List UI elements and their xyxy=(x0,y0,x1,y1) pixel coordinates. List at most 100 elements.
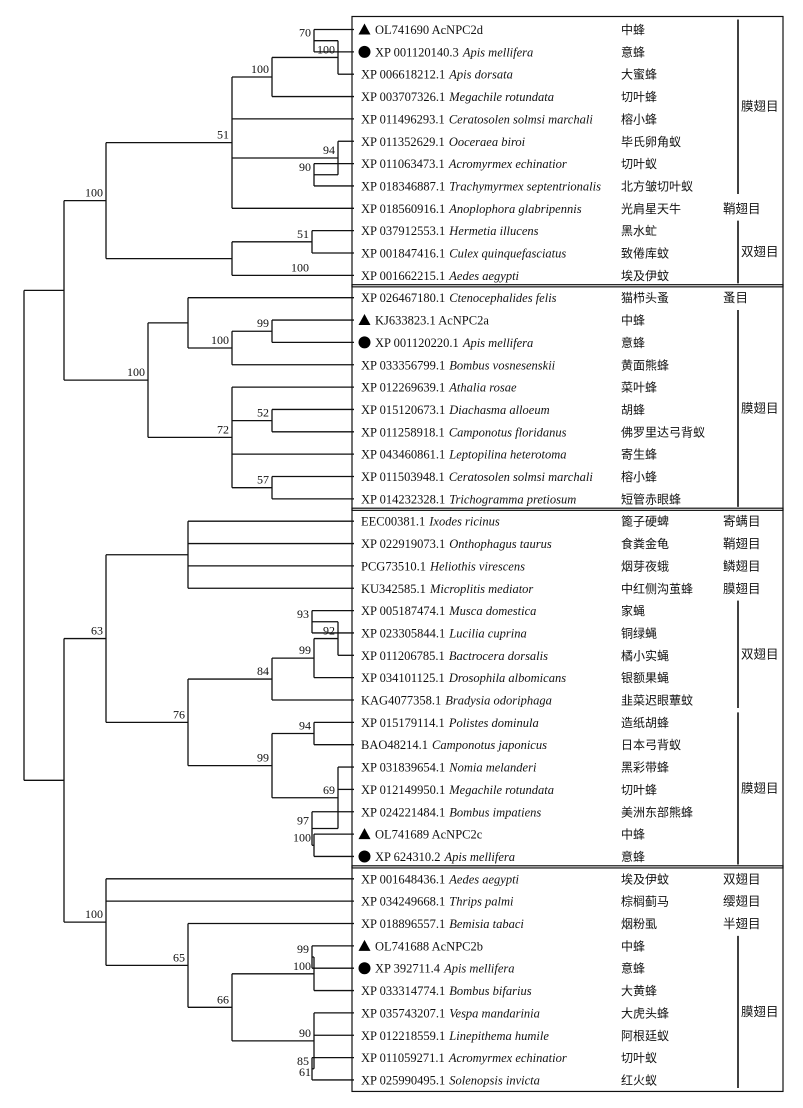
triangle-marker-icon xyxy=(358,23,371,35)
bootstrap-value: 94 xyxy=(323,143,335,157)
group-label: 膜翅目 xyxy=(741,400,779,415)
common-name: 猫栉头蚤 xyxy=(621,290,669,305)
accession-id: XP 026467180.1 xyxy=(361,291,445,305)
leaf-label: XP 014232328.1 Trichogramma pretiosum xyxy=(361,492,576,506)
bootstrap-value: 100 xyxy=(251,62,269,76)
bootstrap-value: 99 xyxy=(297,942,309,956)
bootstrap-value: 93 xyxy=(297,607,309,621)
group-label: 半翅目 xyxy=(723,916,761,931)
accession-id: XP 011503948.1 xyxy=(361,470,445,484)
tree-branches xyxy=(23,28,354,1081)
bootstrap-value: 99 xyxy=(257,751,269,765)
accession-id: XP 011352629.1 xyxy=(361,135,445,149)
bootstrap-value: 90 xyxy=(299,1026,311,1040)
bootstrap-value: 72 xyxy=(217,422,229,436)
common-name: 胡蜂 xyxy=(621,403,645,417)
species-name: Bactrocera dorsalis xyxy=(449,649,548,663)
leaf-label: OL741689 AcNPC2c xyxy=(375,828,483,842)
accession-id: XP 003707326.1 xyxy=(361,90,445,104)
species-name: Aedes aegypti xyxy=(448,269,519,283)
species-name: Megachile rotundata xyxy=(448,90,554,104)
species-name: Nomia melanderi xyxy=(448,761,537,775)
bootstrap-value: 66 xyxy=(217,992,229,1006)
bootstrap-value: 51 xyxy=(217,128,229,142)
accession-id: XP 043460861.1 xyxy=(361,448,445,462)
triangle-marker-icon xyxy=(358,939,371,951)
accession-id: XP 015120673.1 xyxy=(361,403,445,417)
common-name: 铜绿蝇 xyxy=(621,625,657,640)
common-name: 烟芽夜蛾 xyxy=(621,558,669,573)
group-label: 缨翅目 xyxy=(723,894,761,909)
bootstrap-value: 51 xyxy=(297,227,309,241)
accession-id: OL741689 AcNPC2c xyxy=(375,828,483,842)
species-name: Ceratosolen solmsi marchali xyxy=(449,470,594,484)
bootstrap-value: 57 xyxy=(257,473,269,487)
common-name: 中蜂 xyxy=(621,22,645,37)
common-name: 切叶蚁 xyxy=(621,1051,657,1065)
bootstrap-value: 100 xyxy=(211,333,229,347)
accession-id: XP 014232328.1 xyxy=(361,492,445,506)
species-name: Microplitis mediator xyxy=(429,582,533,596)
accession-id: XP 012149950.1 xyxy=(361,783,445,797)
species-name: Camponotus japonicus xyxy=(432,738,547,752)
bootstrap-value: 94 xyxy=(299,719,311,733)
accession-id: EEC00381.1 xyxy=(361,515,425,529)
clade-box xyxy=(351,15,784,288)
bootstrap-value: 90 xyxy=(299,160,311,174)
accession-id: XP 022919073.1 xyxy=(361,537,445,551)
common-name: 美洲东部熊蜂 xyxy=(621,804,693,819)
accession-id: XP 001120140.3 xyxy=(375,45,459,59)
accession-id: XP 018560916.1 xyxy=(361,202,445,216)
common-name: 造纸胡蜂 xyxy=(621,716,669,730)
accession-id: XP 011059271.1 xyxy=(361,1051,445,1065)
common-name: 榕小蜂 xyxy=(621,111,657,126)
circle-marker-icon xyxy=(358,336,371,349)
group-label: 鞘翅目 xyxy=(723,201,761,216)
species-name: Solenopsis invicta xyxy=(449,1073,540,1087)
species-name: Apis mellifera xyxy=(444,850,515,864)
common-name: 切叶蚁 xyxy=(621,157,657,171)
species-name: Thrips palmi xyxy=(449,895,514,909)
accession-id: XP 624310.2 xyxy=(375,850,441,864)
species-name: Trachymyrmex septentrionalis xyxy=(449,179,601,193)
species-name: Musca domestica xyxy=(448,604,536,618)
bootstrap-value: 70 xyxy=(299,26,311,40)
species-name: Trichogramma pretiosum xyxy=(449,492,576,506)
triangle-marker-icon xyxy=(358,314,371,326)
circle-marker-icon xyxy=(358,962,371,975)
common-name: 切叶蜂 xyxy=(621,90,657,104)
group-label: 膜翅目 xyxy=(741,1004,779,1019)
common-name: 埃及伊蚊 xyxy=(621,268,669,283)
common-name: 日本弓背蚁 xyxy=(621,738,681,752)
common-name: 食粪金龟 xyxy=(621,536,669,551)
species-name: Ooceraea biroi xyxy=(449,135,526,149)
accession-id: XP 033314774.1 xyxy=(361,984,445,998)
species-name: Acromyrmex echinatior xyxy=(448,1051,567,1065)
common-name: 光肩星天牛 xyxy=(621,201,681,216)
bootstrap-value: 100 xyxy=(293,959,311,973)
common-name: 烟粉虱 xyxy=(621,917,657,931)
species-name: Aedes aegypti xyxy=(448,872,519,886)
common-name: 意蜂 xyxy=(621,44,645,59)
accession-id: XP 001847416.1 xyxy=(361,247,445,261)
common-name: 阿根廷蚁 xyxy=(621,1029,669,1043)
accession-id: XP 035743207.1 xyxy=(361,1006,445,1020)
